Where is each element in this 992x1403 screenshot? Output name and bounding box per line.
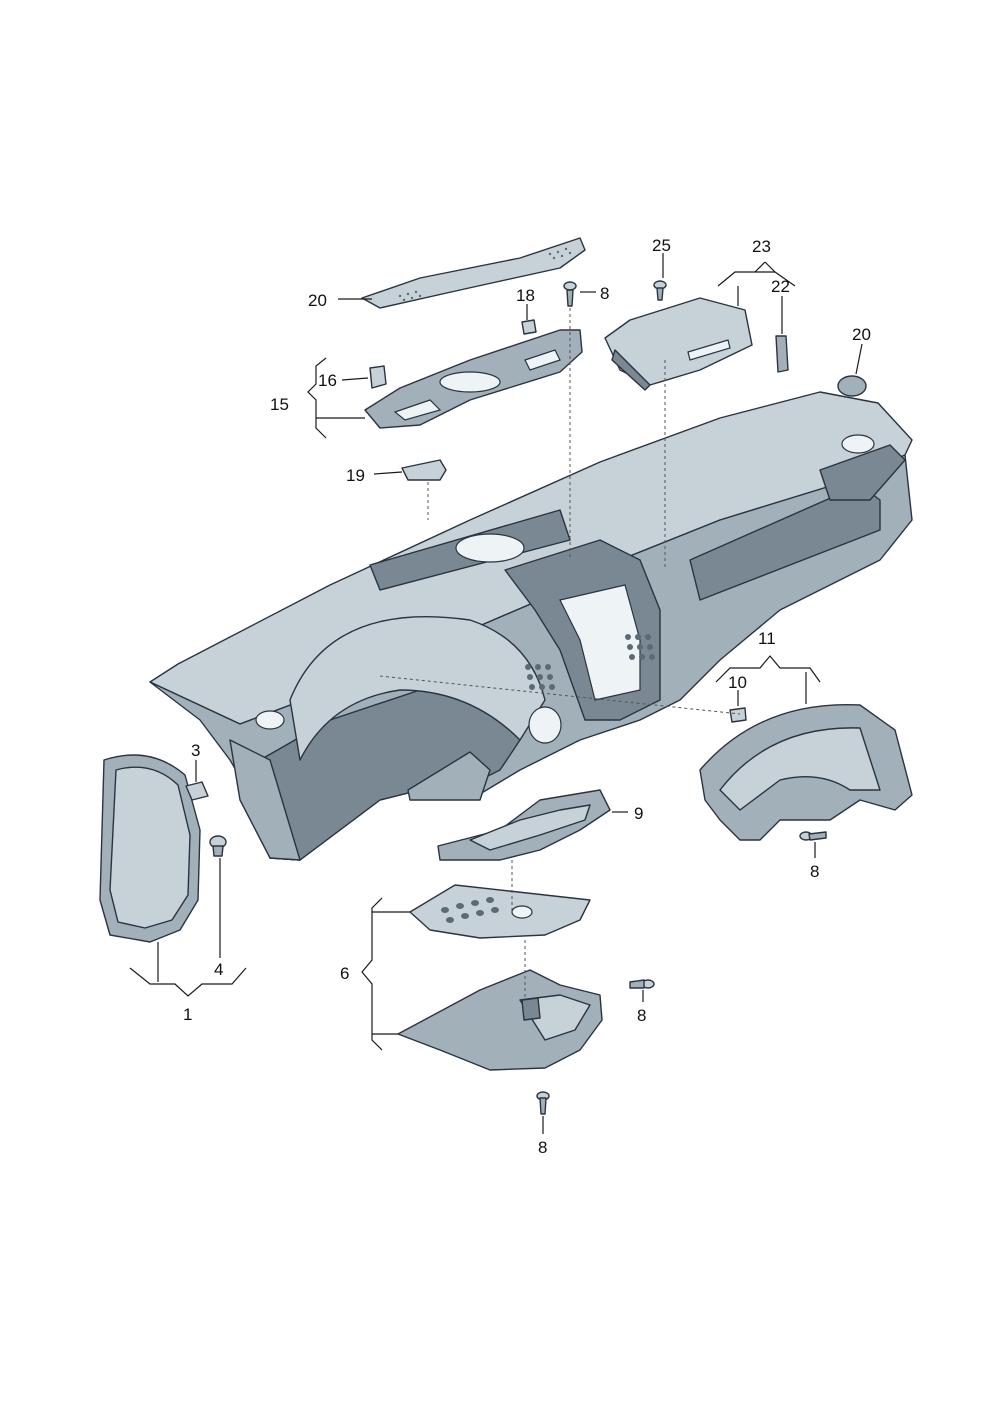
dashboard-panel [149, 391, 913, 861]
leader-lines [129, 253, 863, 1134]
callout-18: 18 [516, 286, 535, 305]
callout-15: 15 [270, 395, 289, 414]
callout-22: 22 [771, 277, 790, 296]
callout-10: 10 [728, 673, 747, 692]
lower-shroud-6-lower [397, 969, 603, 1071]
screw-8-lower [629, 979, 655, 989]
callout-16: 16 [318, 371, 337, 390]
callout-11: 11 [758, 629, 776, 648]
cover-23 [604, 297, 753, 391]
clip-18 [521, 319, 537, 335]
switch-19 [401, 459, 447, 481]
clip-16 [369, 365, 387, 389]
callout-3: 3 [191, 741, 200, 760]
rivet-25 [653, 280, 667, 301]
callout-4: 4 [214, 960, 223, 979]
screw-8-cluster [799, 831, 827, 841]
bracket-frame-15 [364, 329, 583, 429]
callout-8-lower: 8 [637, 1006, 646, 1025]
callout-19: 19 [346, 466, 365, 485]
callout-20-right: 20 [852, 325, 871, 344]
callout-8-cluster: 8 [810, 862, 819, 881]
column-shroud-upper-9 [437, 789, 611, 861]
callout-labels: 20 18 8 25 23 22 20 16 15 19 11 10 3 9 8… [183, 236, 871, 1157]
callout-6: 6 [340, 964, 349, 983]
defroster-grille-20 [361, 237, 586, 309]
clip-10 [729, 707, 747, 723]
callout-8-top: 8 [600, 284, 609, 303]
lower-panel-6-upper [409, 884, 591, 939]
round-cap-20 [837, 375, 867, 397]
callout-25: 25 [652, 236, 671, 255]
screw-8-bottom [536, 1091, 550, 1115]
callout-20-top: 20 [308, 291, 327, 310]
bolt-4 [209, 835, 227, 857]
screw-8-top [563, 281, 577, 307]
knee-panel-1 [99, 754, 201, 943]
callout-9: 9 [634, 804, 643, 823]
instrument-cluster-11 [699, 703, 913, 841]
bracket-22 [775, 335, 789, 373]
speaker-grille [525, 634, 655, 690]
assembly-lines [379, 308, 741, 1000]
callout-23: 23 [752, 237, 771, 256]
callout-8-bottom: 8 [538, 1138, 547, 1157]
clip-3 [185, 781, 209, 801]
callout-1: 1 [183, 1005, 192, 1024]
